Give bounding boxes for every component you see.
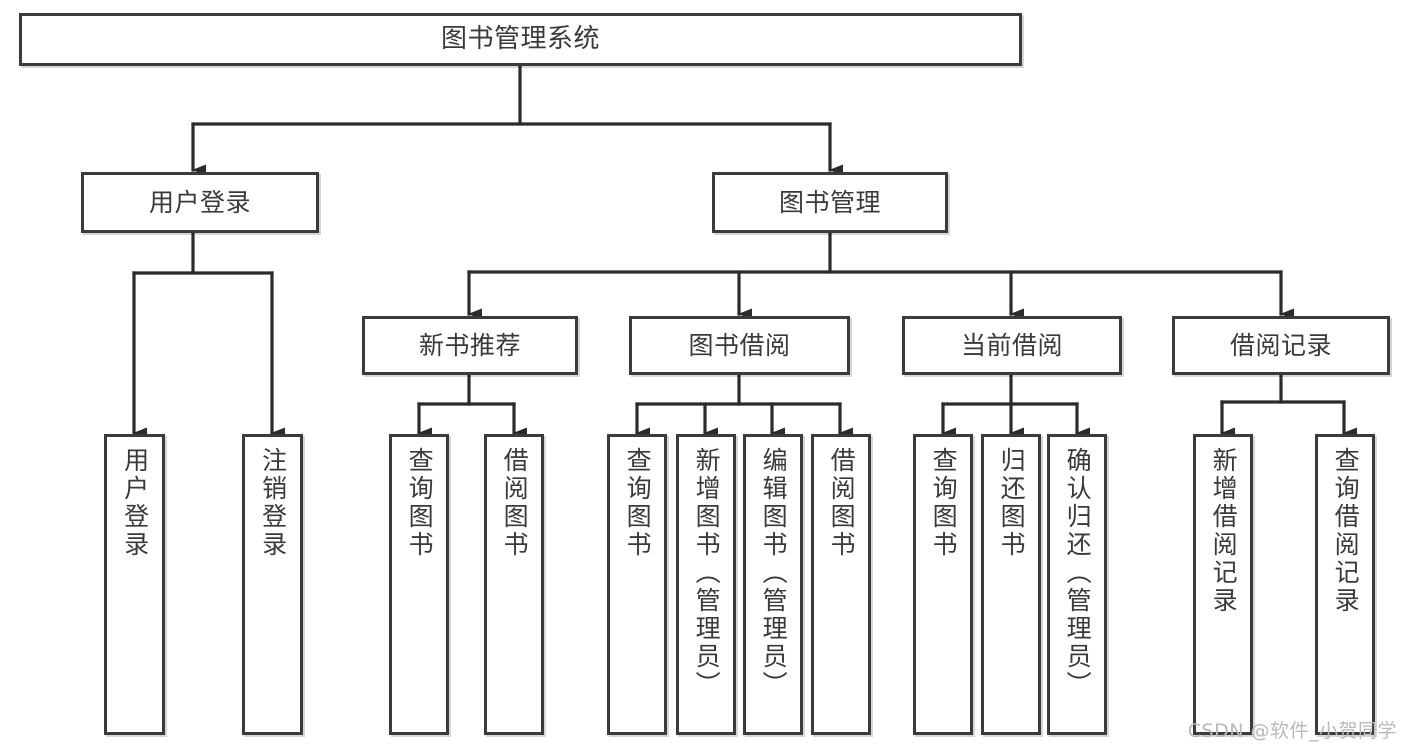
node-leaf-return-book[interactable]: 归还图书 [981,434,1041,735]
node-leaf-logout-label: 注销登录 [258,447,288,559]
csdn-watermark: CSDN @软件_小贺同学 [1187,720,1397,742]
node-book-borrow-label: 图书借阅 [688,330,791,360]
node-leaf-user-login[interactable]: 用户登录 [104,434,165,735]
node-book-manage[interactable]: 图书管理 [712,172,948,233]
node-leaf-add-book[interactable]: 新增图书（管理员） [676,434,736,735]
node-leaf-query-book-3-label: 查询图书 [929,447,959,559]
node-book-manage-label: 图书管理 [778,187,881,217]
node-leaf-query-book-3[interactable]: 查询图书 [913,434,973,735]
node-root[interactable]: 图书管理系统 [19,13,1022,66]
node-current-borrow-label: 当前借阅 [960,330,1063,360]
node-leaf-borrow-book-1-label: 借阅图书 [500,447,530,559]
node-leaf-add-book-label: 新增图书（管理员） [692,447,722,699]
node-user-login-label: 用户登录 [148,187,251,217]
node-leaf-edit-book[interactable]: 编辑图书（管理员） [743,434,803,735]
node-new-book-recommend-label: 新书推荐 [418,330,521,360]
node-leaf-query-book-2[interactable]: 查询图书 [607,434,667,735]
node-leaf-logout[interactable]: 注销登录 [242,434,303,735]
node-leaf-borrow-book-2[interactable]: 借阅图书 [811,434,871,735]
node-leaf-query-book-1[interactable]: 查询图书 [389,434,449,735]
node-leaf-add-record-label: 新增借阅记录 [1209,447,1239,615]
node-leaf-user-login-label: 用户登录 [120,447,150,559]
node-leaf-return-book-label: 归还图书 [997,447,1027,559]
node-leaf-borrow-book-2-label: 借阅图书 [827,447,857,559]
node-borrow-record[interactable]: 借阅记录 [1172,316,1390,375]
node-root-label: 图书管理系统 [440,24,600,55]
node-leaf-confirm-return-label: 确认归还（管理员） [1063,447,1093,699]
node-leaf-query-record-label: 查询借阅记录 [1331,447,1361,615]
node-new-book-recommend[interactable]: 新书推荐 [362,316,578,375]
node-leaf-add-record[interactable]: 新增借阅记录 [1193,434,1253,735]
node-leaf-query-book-2-label: 查询图书 [623,447,653,559]
node-leaf-confirm-return[interactable]: 确认归还（管理员） [1047,434,1107,735]
node-current-borrow[interactable]: 当前借阅 [902,316,1122,375]
node-user-login[interactable]: 用户登录 [81,172,319,233]
node-leaf-borrow-book-1[interactable]: 借阅图书 [484,434,544,735]
node-leaf-query-record[interactable]: 查询借阅记录 [1315,434,1375,735]
node-leaf-edit-book-label: 编辑图书（管理员） [759,447,789,699]
node-leaf-query-book-1-label: 查询图书 [405,447,435,559]
node-borrow-record-label: 借阅记录 [1229,330,1332,360]
node-book-borrow[interactable]: 图书借阅 [629,316,850,375]
